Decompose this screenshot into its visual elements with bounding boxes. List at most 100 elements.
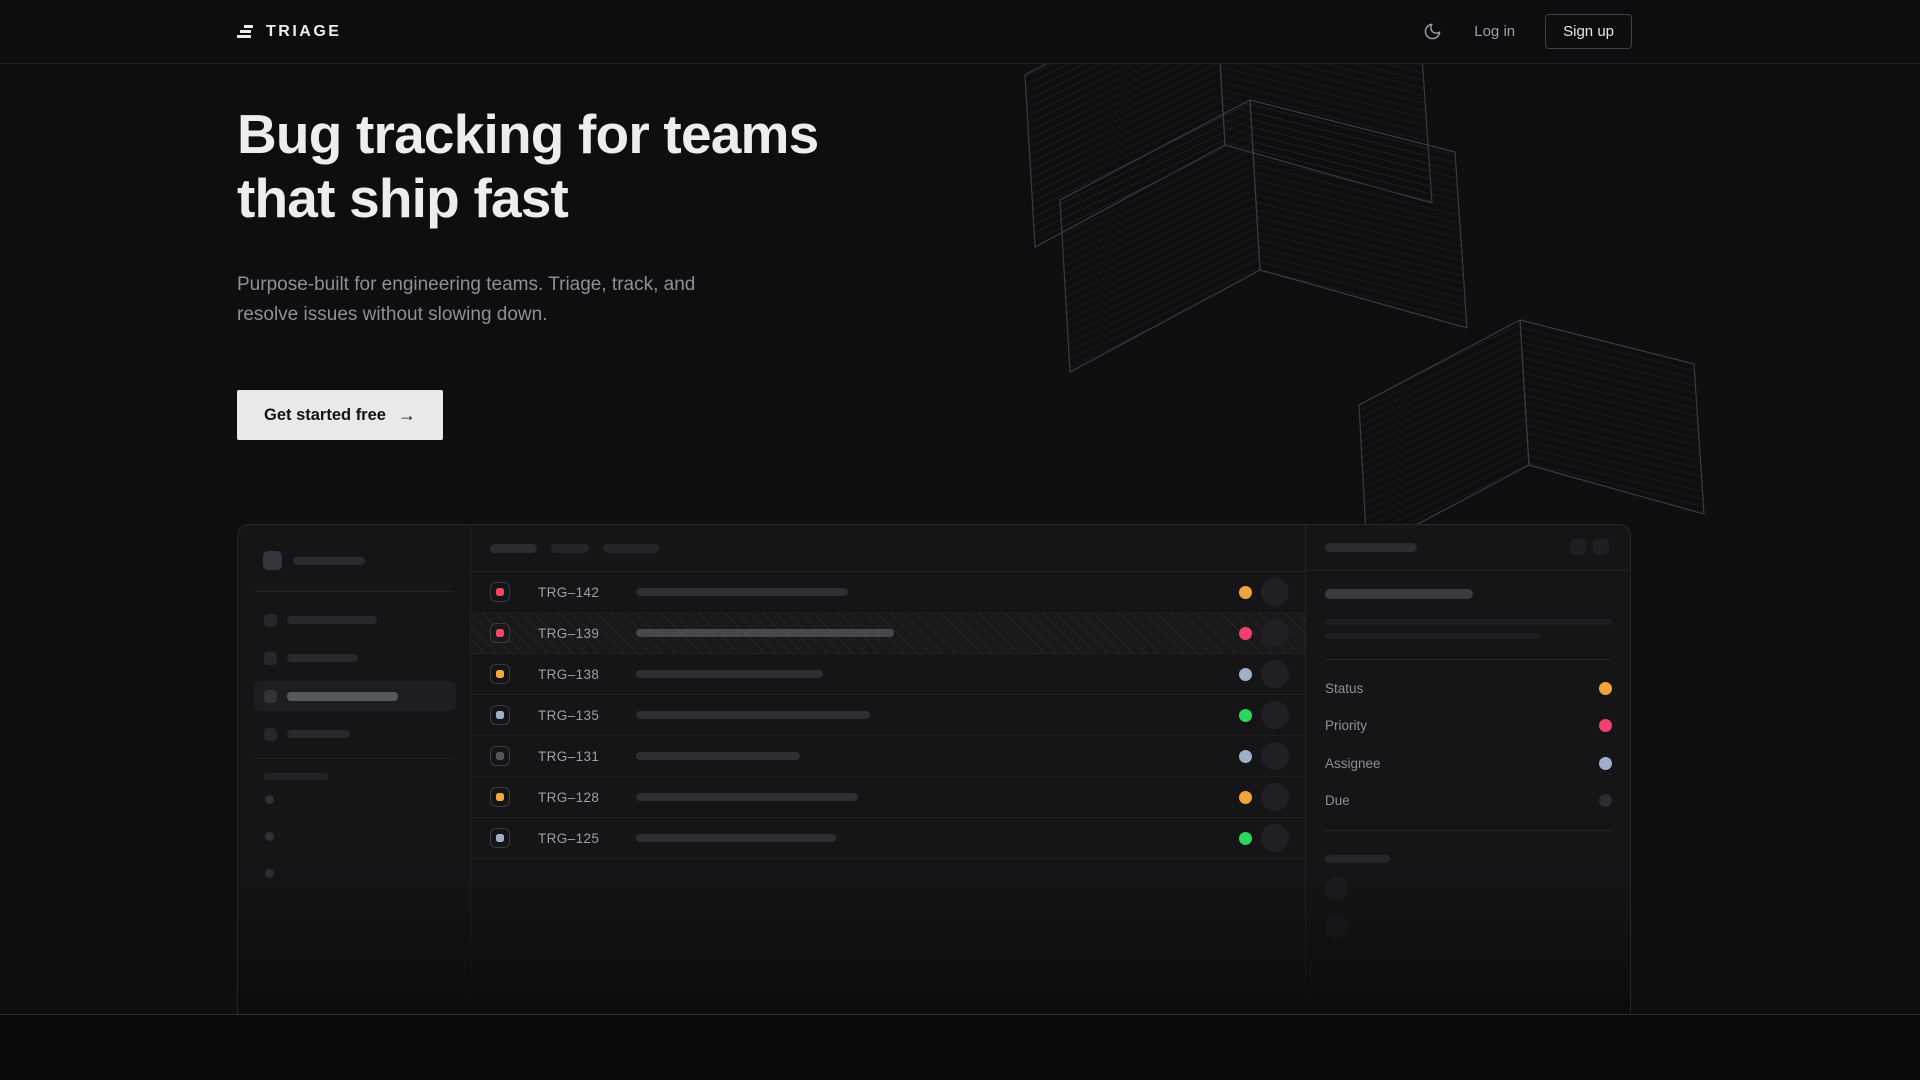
list-tab-skeleton[interactable]	[603, 543, 659, 553]
issue-title-skeleton	[636, 711, 870, 719]
sidebar-item-2[interactable]	[254, 643, 456, 673]
issue-detail-pane: Status Priority Assignee Due	[1305, 525, 1630, 1014]
issue-title-skeleton	[636, 752, 800, 760]
divider	[254, 591, 454, 592]
avatar	[1261, 660, 1289, 688]
issue-title-skeleton	[636, 670, 823, 678]
issue-id: TRG–135	[538, 707, 600, 723]
issue-row[interactable]: TRG–138	[471, 654, 1305, 695]
field-value-dot	[1599, 719, 1612, 732]
issue-row[interactable]: TRG–128	[471, 777, 1305, 818]
issue-row[interactable]: TRG–135	[471, 695, 1305, 736]
issue-row[interactable]: TRG–125	[471, 818, 1305, 859]
footer-band	[0, 1014, 1920, 1080]
status-dot	[1239, 790, 1252, 804]
issue-row[interactable]: TRG–142	[471, 572, 1305, 613]
detail-field-row[interactable]: Assignee	[1325, 753, 1612, 773]
sidebar-item-4[interactable]	[254, 719, 456, 749]
issue-type-icon	[490, 828, 510, 848]
issue-type-icon	[490, 582, 510, 602]
workspace-icon	[263, 551, 282, 570]
issue-meta	[1239, 578, 1289, 606]
sidebar-item-icon	[264, 727, 277, 741]
issue-meta	[1239, 701, 1289, 729]
issue-id: TRG–138	[538, 666, 600, 682]
field-label: Status	[1325, 680, 1364, 696]
avatar	[1261, 824, 1289, 852]
issue-id: TRG–125	[538, 830, 600, 846]
sidebar-section-label-skeleton	[264, 773, 328, 780]
arrow-right-icon: →	[397, 404, 416, 425]
list-tab-skeleton[interactable]	[551, 543, 589, 553]
divider	[1325, 830, 1611, 831]
issue-meta	[1239, 824, 1289, 852]
issue-id: TRG–139	[538, 625, 600, 641]
sidebar-dot-item[interactable]	[265, 795, 274, 804]
sidebar-item-1[interactable]	[254, 605, 456, 635]
issue-rows: TRG–142 TRG–139 TRG–138 TRG–135 TRG–	[471, 572, 1305, 859]
list-tab-skeleton[interactable]	[490, 543, 537, 553]
detail-section-label-skeleton	[1325, 855, 1390, 863]
issue-meta	[1239, 619, 1289, 647]
sign-up-button[interactable]: Sign up	[1545, 14, 1632, 49]
wireframe-slab-2	[1059, 99, 1468, 373]
detail-field-row[interactable]: Status	[1325, 678, 1612, 698]
issue-title-skeleton	[636, 629, 894, 637]
sidebar-dot-item[interactable]	[265, 832, 274, 841]
avatar	[1325, 877, 1348, 900]
issue-type-icon	[490, 705, 510, 725]
triage-logo-icon	[237, 25, 253, 38]
nav-actions: Log in Sign up	[1420, 14, 1632, 49]
avatar	[1261, 701, 1289, 729]
sidebar-item-icon	[264, 651, 277, 665]
status-dot	[1239, 667, 1252, 681]
brand-name: TRIAGE	[266, 22, 342, 40]
issue-id: TRG–128	[538, 789, 600, 805]
sidebar-dot-item[interactable]	[265, 869, 274, 878]
log-in-link[interactable]: Log in	[1474, 23, 1516, 40]
detail-action-button[interactable]	[1570, 539, 1586, 555]
status-dot	[1239, 749, 1252, 763]
get-started-button[interactable]: Get started free →	[237, 390, 443, 440]
avatar	[1261, 742, 1289, 770]
detail-action-button[interactable]	[1593, 539, 1609, 555]
avatar	[1261, 578, 1289, 606]
skeleton-bar	[287, 730, 350, 738]
detail-title-skeleton	[1325, 589, 1473, 599]
issue-row[interactable]: TRG–139	[471, 613, 1305, 654]
issue-meta	[1239, 660, 1289, 688]
sidebar-item-active[interactable]	[254, 681, 456, 711]
issue-row[interactable]: TRG–131	[471, 736, 1305, 777]
issue-list-pane: TRG–142 TRG–139 TRG–138 TRG–135 TRG–	[471, 525, 1305, 1014]
issue-meta	[1239, 783, 1289, 811]
divider	[1325, 659, 1611, 660]
app-mockup-window: TRG–142 TRG–139 TRG–138 TRG–135 TRG–	[237, 524, 1631, 1014]
field-value-dot	[1599, 794, 1612, 807]
issue-type-icon	[490, 664, 510, 684]
issue-id: TRG–131	[538, 748, 600, 764]
detail-field-row[interactable]: Due	[1325, 791, 1612, 811]
status-dot	[1239, 585, 1252, 599]
sidebar-item-icon	[264, 689, 277, 703]
issue-title-skeleton	[636, 588, 848, 596]
issue-type-icon	[490, 746, 510, 766]
theme-toggle-button[interactable]	[1420, 20, 1444, 44]
issue-type-icon	[490, 623, 510, 643]
detail-field-row[interactable]: Priority	[1325, 716, 1612, 736]
top-nav: TRIAGE Log in Sign up	[0, 0, 1920, 64]
field-label: Due	[1325, 793, 1350, 808]
detail-description-skeleton	[1325, 619, 1612, 625]
divider	[254, 758, 454, 759]
avatar	[1261, 783, 1289, 811]
avatar	[1261, 619, 1289, 647]
moon-icon	[1424, 23, 1441, 40]
brand-logo[interactable]: TRIAGE	[237, 23, 341, 41]
sidebar-workspace[interactable]	[263, 551, 365, 570]
issue-title-skeleton	[636, 834, 836, 842]
issue-title-skeleton	[636, 793, 858, 801]
mockup-sidebar	[238, 525, 471, 1014]
wireframe-slabs-decoration	[1024, 0, 1705, 552]
detail-description-skeleton	[1325, 633, 1540, 639]
issue-meta	[1239, 742, 1289, 770]
